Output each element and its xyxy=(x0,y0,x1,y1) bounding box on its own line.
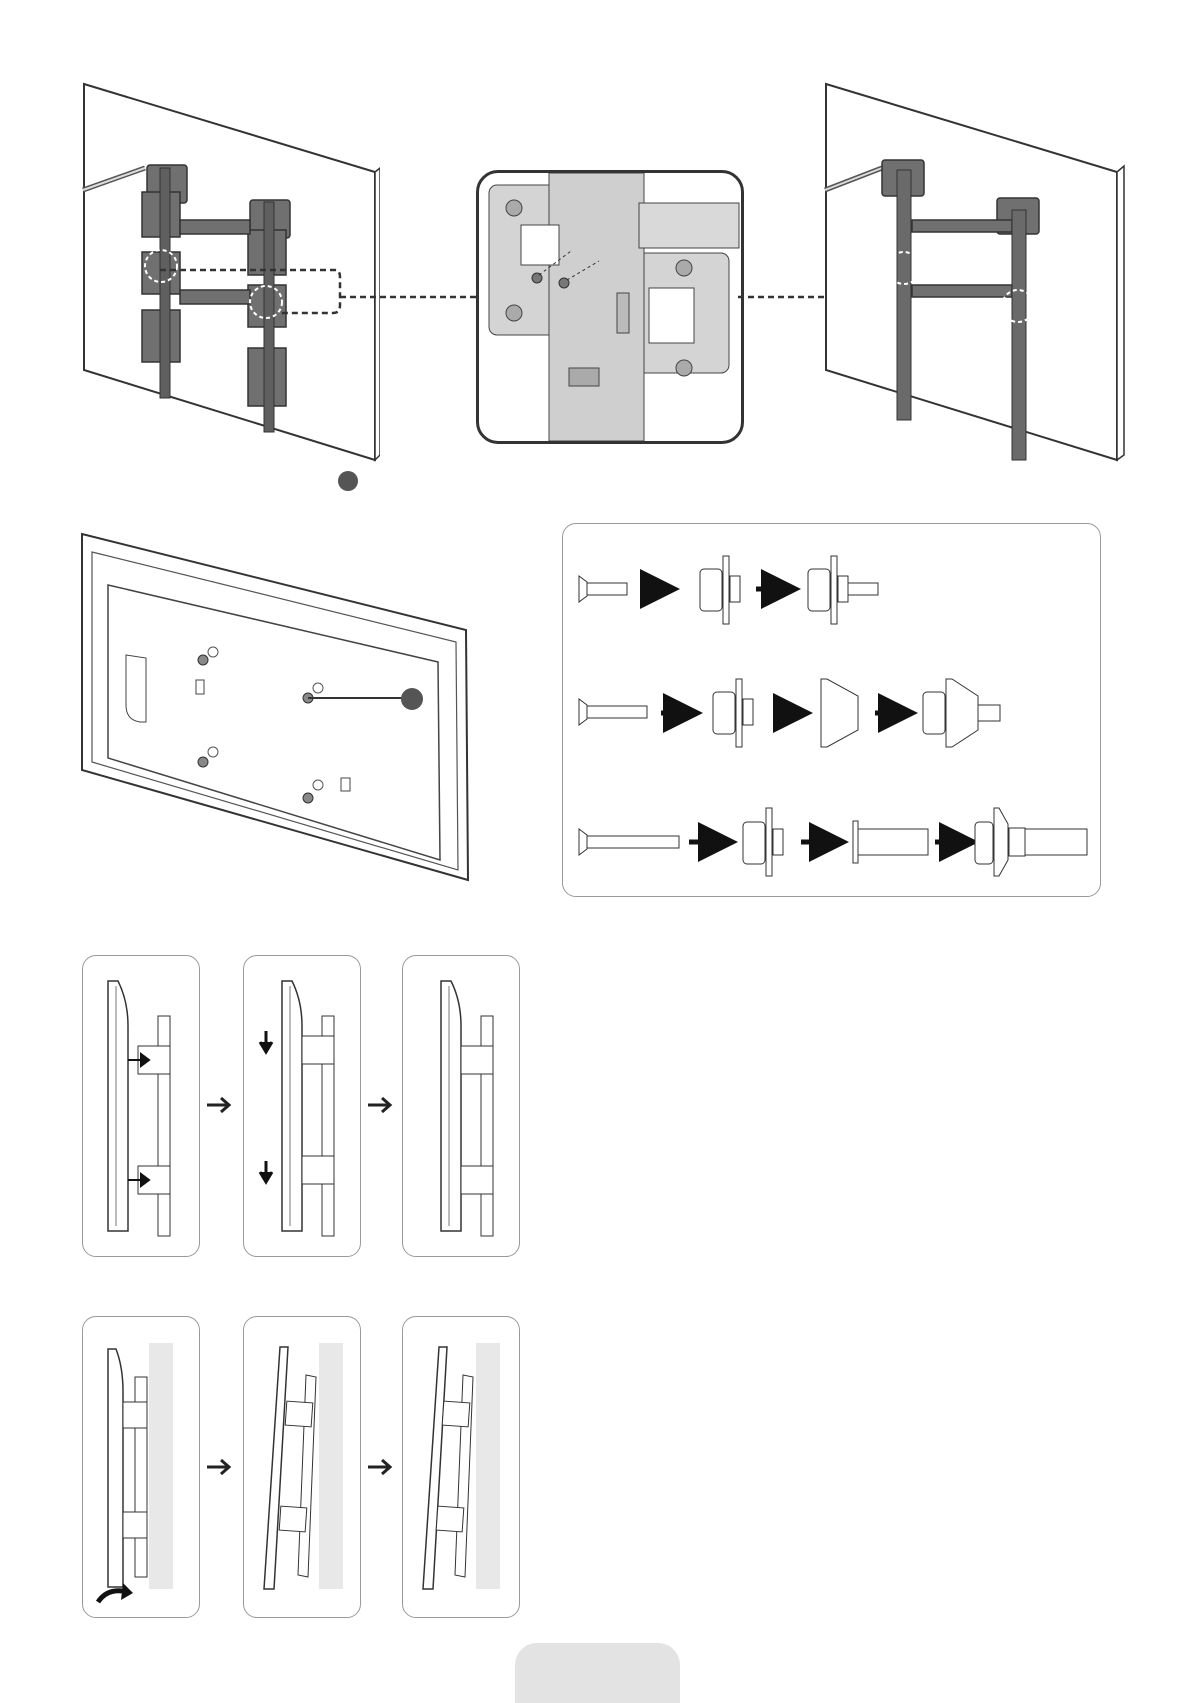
arrow-right-icon xyxy=(205,1457,233,1477)
page-number-tab xyxy=(515,1643,680,1703)
tilt-step-3 xyxy=(402,1316,520,1618)
screw-row-medium xyxy=(579,679,1000,747)
callout-dot-b xyxy=(401,688,423,710)
arrow-right-icon xyxy=(366,1457,394,1477)
hang-step-2 xyxy=(243,955,361,1257)
hang-step-1 xyxy=(82,955,200,1257)
tilt-step-2 xyxy=(243,1316,361,1618)
arrow-right-icon xyxy=(366,1095,394,1115)
tv-back-panel-figure xyxy=(78,530,473,890)
callout-connector-left xyxy=(150,255,480,325)
screw-row-long xyxy=(579,808,1087,876)
callout-dot-a xyxy=(338,471,358,491)
arrow-right-icon xyxy=(205,1095,233,1115)
hang-step-3 xyxy=(402,955,520,1257)
screw-row-short xyxy=(579,556,878,624)
bracket-detail-zoom xyxy=(476,170,744,444)
screw-spacer-assembly xyxy=(562,523,1101,897)
tilt-step-1 xyxy=(82,1316,200,1618)
right-wall-illustration xyxy=(822,80,1127,465)
